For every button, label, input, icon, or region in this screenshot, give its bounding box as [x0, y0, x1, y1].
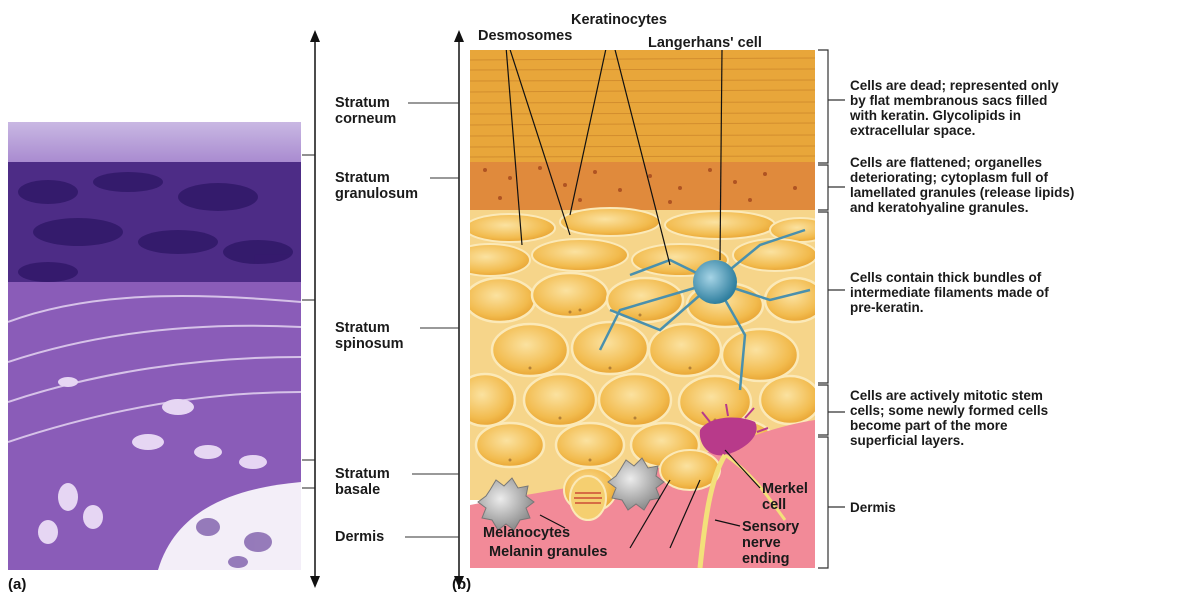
melanocytes-label: Melanocytes [483, 525, 570, 541]
sensory-nerve-label-3: ending [742, 551, 790, 567]
dermis-label: Dermis [335, 529, 384, 545]
desmosomes-label: Desmosomes [478, 28, 572, 44]
melanin-granules-label: Melanin granules [489, 544, 607, 560]
dermis-description: Dermis [850, 500, 896, 515]
sensory-nerve-label-1: Sensory [742, 519, 799, 535]
sensory-nerve-label-2: nerve [742, 535, 781, 551]
merkel-cell-label-2: cell [762, 497, 786, 513]
merkel-cell-label-1: Merkel [762, 481, 808, 497]
keratinocytes-label: Keratinocytes [571, 12, 667, 28]
langerhans-cell-label: Langerhans' cell [648, 35, 762, 51]
